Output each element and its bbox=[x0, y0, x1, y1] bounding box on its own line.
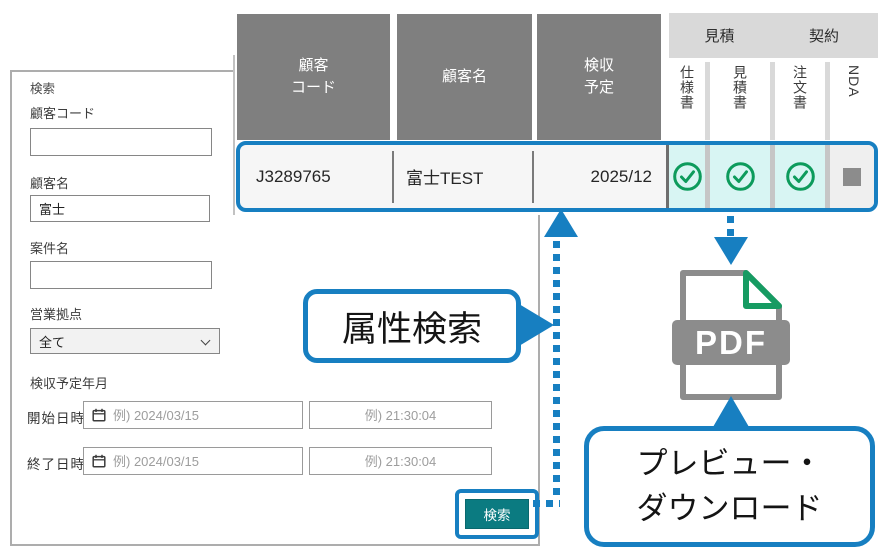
table-row[interactable]: J3289765 富士TEST 2025/12 bbox=[236, 141, 878, 212]
row-customer-name: 富士TEST bbox=[406, 169, 484, 188]
dotted-connector bbox=[553, 241, 560, 499]
start-time-input[interactable] bbox=[309, 401, 492, 429]
header-order-doc: 注文書 bbox=[775, 62, 825, 140]
check-circle-icon bbox=[725, 162, 755, 191]
attribute-search-callout: 属性検索 bbox=[303, 289, 521, 363]
pdf-file-icon: PDF bbox=[672, 270, 790, 400]
row-acceptance: 2025/12 bbox=[590, 166, 652, 186]
calendar-icon bbox=[92, 454, 106, 468]
sales-office-select[interactable]: 全て bbox=[30, 328, 220, 354]
row-customer-code: J3289765 bbox=[256, 166, 331, 186]
document-column-headers: 仕様書 見積書 注文書 NDA bbox=[669, 62, 878, 140]
quote-doc-cell[interactable] bbox=[710, 145, 770, 208]
customer-name-label: 顧客名 bbox=[30, 176, 70, 191]
end-time-input[interactable] bbox=[309, 447, 492, 475]
divider bbox=[390, 14, 397, 140]
sales-office-selected-value: 全て bbox=[39, 334, 66, 350]
sales-office-label: 営業拠点 bbox=[30, 307, 83, 322]
start-date-input[interactable] bbox=[113, 407, 302, 423]
document-header-group: 見積 契約 仕様書 見積書 注文書 NDA bbox=[669, 13, 878, 140]
order-doc-cell[interactable] bbox=[775, 145, 825, 208]
preview-download-callout: プレビュー・ ダウンロード bbox=[584, 426, 875, 547]
divider bbox=[666, 145, 669, 208]
divider bbox=[770, 145, 775, 208]
search-button-highlight: 検索 bbox=[455, 489, 539, 539]
divider bbox=[392, 150, 394, 203]
divider bbox=[770, 62, 775, 140]
square-icon bbox=[843, 167, 861, 186]
divider bbox=[705, 145, 710, 208]
end-date-input[interactable] bbox=[113, 453, 302, 469]
end-date-field[interactable] bbox=[83, 447, 303, 475]
arrow-down-icon bbox=[714, 237, 748, 265]
header-quote-doc: 見積書 bbox=[710, 62, 770, 140]
dotted-connector bbox=[533, 500, 560, 507]
header-customer-code: 顧客 コード bbox=[237, 14, 390, 140]
callout-pointer-up-icon bbox=[713, 396, 749, 427]
table-header: 顧客 コード 顧客名 検収 予定 bbox=[237, 14, 661, 140]
nda-cell bbox=[830, 145, 874, 208]
divider bbox=[825, 145, 830, 208]
acceptance-period-label: 検収予定年月 bbox=[30, 376, 109, 391]
group-header-band: 見積 契約 bbox=[669, 13, 878, 58]
divider bbox=[825, 62, 830, 140]
chevron-down-icon bbox=[200, 335, 211, 346]
group-header-contract: 契約 bbox=[808, 28, 839, 45]
project-name-label: 案件名 bbox=[30, 241, 70, 256]
callout-pointer-right-icon bbox=[519, 304, 554, 346]
divider bbox=[705, 62, 710, 140]
dotted-connector bbox=[727, 216, 734, 238]
start-date-field[interactable] bbox=[83, 401, 303, 429]
pdf-label: PDF bbox=[695, 324, 767, 361]
header-acceptance: 検収 予定 bbox=[537, 14, 661, 140]
project-name-input[interactable] bbox=[30, 261, 212, 289]
form-title: 検索 bbox=[30, 82, 56, 96]
header-spec-doc: 仕様書 bbox=[669, 62, 705, 140]
calendar-icon bbox=[92, 408, 106, 422]
end-datetime-label: 終了日時 bbox=[27, 457, 85, 472]
check-circle-icon bbox=[672, 162, 702, 191]
header-nda: NDA bbox=[830, 62, 878, 140]
divider bbox=[532, 150, 534, 203]
customer-code-label: 顧客コード bbox=[30, 106, 96, 121]
search-button[interactable]: 検索 bbox=[465, 499, 529, 529]
group-header-estimate: 見積 bbox=[704, 28, 735, 45]
divider bbox=[233, 55, 235, 215]
header-customer-name: 顧客名 bbox=[397, 14, 532, 140]
customer-name-input[interactable] bbox=[30, 195, 210, 222]
customer-code-input[interactable] bbox=[30, 128, 212, 156]
check-circle-icon bbox=[785, 162, 815, 191]
spec-doc-cell[interactable] bbox=[669, 145, 705, 208]
start-datetime-label: 開始日時 bbox=[27, 411, 85, 426]
arrow-up-icon bbox=[544, 209, 578, 237]
results-table: 顧客 コード 顧客名 検収 予定 見積 契約 仕様書 見積書 注文書 NDA J… bbox=[233, 10, 883, 215]
